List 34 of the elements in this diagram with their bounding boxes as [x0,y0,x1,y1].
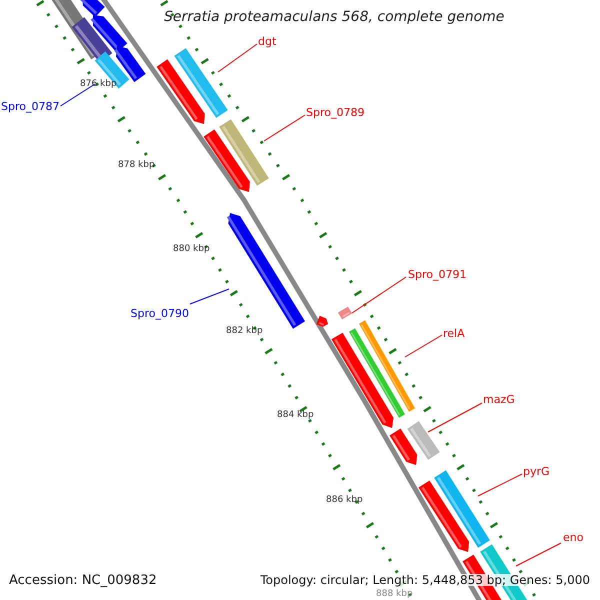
title: Serratia proteamaculans 568, complete genome [164,10,504,24]
leader-line [404,334,442,358]
leader-line [478,474,522,496]
scale-label: 878 kbp [118,161,155,170]
gene-label: Spro_0790 [130,308,189,319]
scale-label: 880 kbp [173,245,210,254]
scale-label: 876 kbp [80,80,117,89]
gene-label: dgt [258,36,276,47]
leader-line [60,84,96,106]
gene-label: pyrG [523,466,550,477]
gene-bar [174,48,228,118]
gene-label: Spro_0791 [408,269,466,280]
gene-bar [407,421,440,460]
gene-bar [219,119,269,186]
scale-label: 886 kbp [326,496,363,505]
leader-line [218,44,258,72]
gene-label: mazG [483,394,515,405]
gene-label: eno [563,532,584,543]
leader-line [516,542,562,566]
accession-text: Accession: NC_009832 [9,574,157,587]
scale-label: 884 kbp [277,411,314,420]
gene-label: relA [443,328,465,339]
gene-bar [359,320,415,412]
gene-bar [338,306,352,320]
gene-bar [434,470,490,548]
leader-line [264,114,306,142]
scale-label: 888 kbp [376,590,413,599]
leader-line [190,288,230,304]
leader-line [428,402,482,432]
gene-label: Spro_0787 [1,101,60,112]
genome-info-text: Topology: circular; Length: 5,448,853 bp; Genes: 5,000 [260,574,590,586]
scale-label: 882 kbp [226,327,263,336]
gene-label: Spro_0789 [306,107,364,118]
leader-line [352,276,406,314]
